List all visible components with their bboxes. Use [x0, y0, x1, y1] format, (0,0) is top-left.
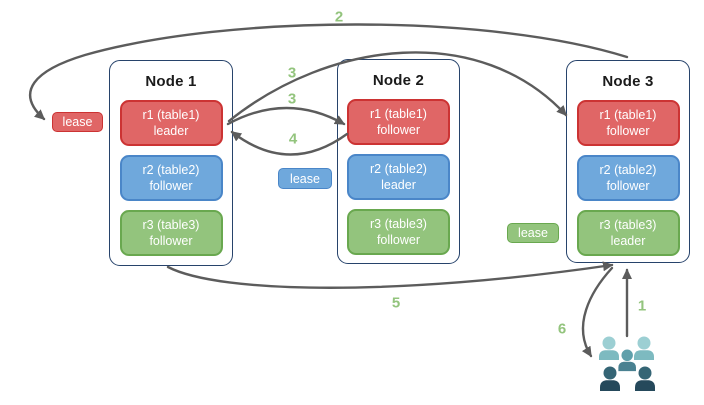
node-2-box: Node 2 r1 (table1) follower r2 (table2) … — [337, 59, 460, 264]
replica-node3-r1: r1 (table1) follower — [576, 100, 680, 146]
replica-node2-r1: r1 (table1) follower — [347, 99, 450, 145]
replica-role: leader — [610, 234, 646, 248]
replica-node3-r3: r3 (table3) leader — [576, 210, 680, 256]
replica-role: follower — [606, 124, 650, 138]
replica-name: r3 (table3) — [142, 217, 200, 232]
replica-role: leader — [153, 124, 189, 138]
replica-role: follower — [149, 234, 193, 248]
lease-label: lease — [518, 226, 548, 240]
node-1-box: Node 1 r1 (table1) leader r2 (table2) fo… — [109, 60, 233, 266]
replica-node1-r3: r3 (table3) follower — [119, 210, 223, 256]
replica-node2-r3: r3 (table3) follower — [347, 209, 450, 255]
replica-role: follower — [376, 233, 421, 247]
replica-name: r1 (table1) — [370, 106, 427, 121]
replica-role: follower — [376, 123, 421, 137]
arrow-label-3a: 3 — [287, 64, 297, 82]
lease-badge-blue: lease — [278, 168, 332, 189]
lease-label: lease — [290, 171, 320, 186]
replica-role: leader — [381, 178, 416, 192]
arrow-3-node1-to-node2 — [226, 106, 346, 126]
replica-role: follower — [606, 179, 650, 193]
node-title: Node 1 — [145, 73, 197, 90]
users-icon — [599, 336, 655, 391]
node-title: Node 3 — [602, 73, 654, 90]
arrow-label-6: 6 — [557, 320, 567, 338]
replica-node1-r1: r1 (table1) leader — [119, 100, 223, 146]
replica-name: r1 (table1) — [599, 107, 657, 122]
replica-node3-r2: r2 (table2) follower — [576, 155, 680, 201]
arrow-label-3b: 3 — [287, 90, 297, 108]
replica-node2-r2: r2 (table2) leader — [347, 154, 450, 200]
arrow-label-2: 2 — [334, 8, 344, 26]
replica-name: r2 (table2) — [142, 162, 200, 177]
lease-label: lease — [62, 115, 93, 129]
replica-node1-r2: r2 (table2) follower — [119, 155, 223, 201]
replica-role: follower — [149, 179, 193, 193]
lease-badge-green: lease — [507, 223, 559, 243]
replica-name: r2 (table2) — [599, 162, 657, 177]
arrow-5-node1-to-node3 — [166, 261, 614, 289]
replica-name: r3 (table3) — [370, 216, 427, 231]
replica-name: r3 (table3) — [599, 217, 657, 232]
node-3-box: Node 3 r1 (table1) follower r2 (table2) … — [566, 60, 690, 263]
arrow-label-5: 5 — [391, 294, 401, 312]
replica-name: r1 (table1) — [142, 107, 200, 122]
lease-badge-red: lease — [52, 112, 103, 132]
arrow-label-4: 4 — [288, 130, 298, 148]
arrow-6-node3-to-clients — [581, 266, 614, 358]
replica-name: r2 (table2) — [370, 161, 427, 176]
node-title: Node 2 — [372, 72, 425, 89]
arrow-label-1: 1 — [637, 297, 647, 315]
